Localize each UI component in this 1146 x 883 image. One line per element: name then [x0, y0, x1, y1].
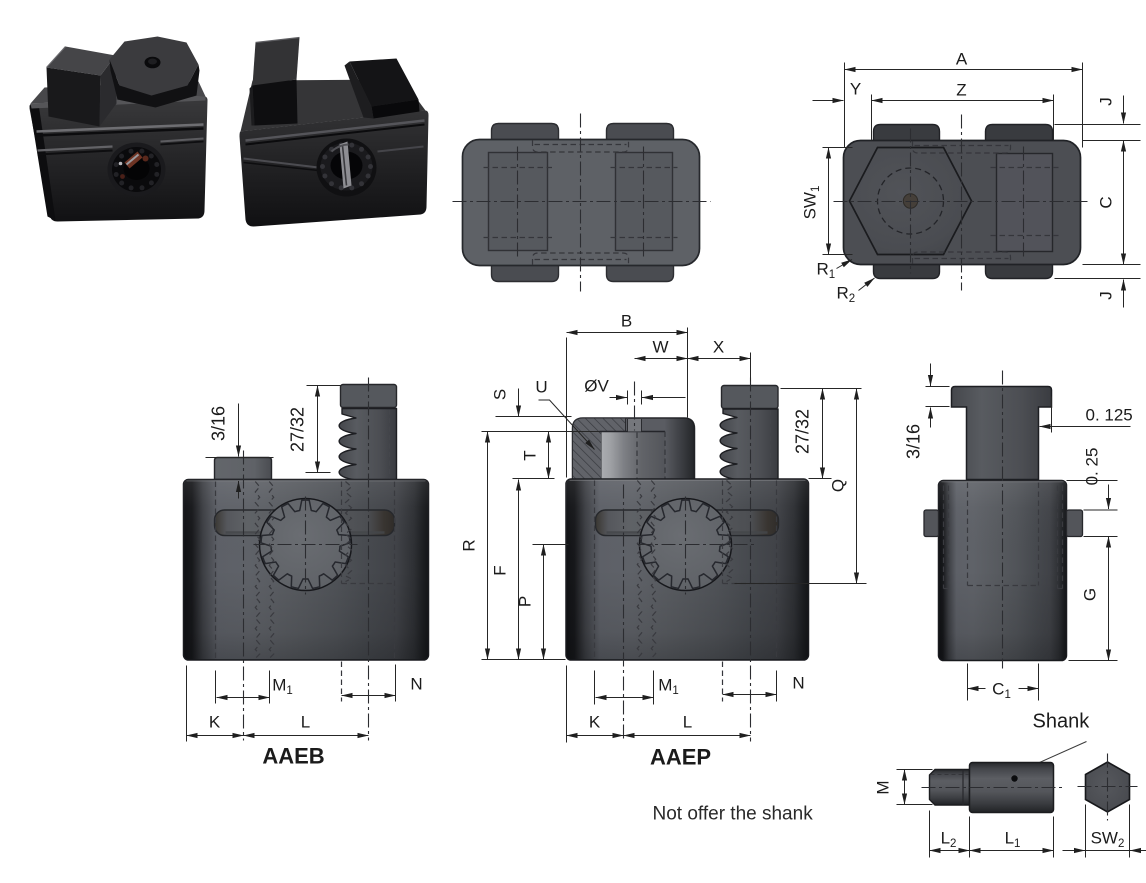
svg-text:L: L	[301, 713, 310, 732]
svg-text:X: X	[713, 338, 724, 357]
svg-text:G: G	[1081, 588, 1100, 601]
svg-text:W: W	[652, 338, 668, 357]
svg-text:Z: Z	[956, 81, 966, 100]
svg-text:0. 125: 0. 125	[1086, 406, 1133, 425]
svg-text:R1: R1	[817, 260, 836, 282]
svg-text:3/16: 3/16	[904, 424, 924, 459]
svg-text:0. 25: 0. 25	[1083, 448, 1102, 486]
svg-text:ØV: ØV	[584, 377, 609, 396]
svg-text:M1: M1	[658, 676, 679, 698]
svg-text:C1: C1	[992, 680, 1011, 702]
svg-text:Shank: Shank	[1033, 711, 1091, 733]
svg-text:U: U	[535, 378, 547, 397]
svg-text:J: J	[1097, 97, 1116, 106]
svg-text:L1: L1	[1005, 829, 1021, 851]
svg-text:F: F	[491, 565, 510, 575]
svg-text:P: P	[516, 596, 535, 607]
svg-text:M1: M1	[272, 676, 293, 698]
svg-text:M: M	[874, 780, 893, 794]
svg-text:C: C	[1097, 196, 1116, 208]
svg-text:3/16: 3/16	[209, 406, 229, 441]
svg-text:AAEB: AAEB	[262, 744, 324, 769]
svg-text:SW2: SW2	[1091, 829, 1125, 851]
svg-text:L: L	[683, 713, 692, 732]
svg-text:A: A	[956, 50, 968, 69]
svg-text:K: K	[589, 713, 601, 732]
svg-text:Y: Y	[850, 80, 861, 99]
svg-text:SW1: SW1	[801, 186, 823, 220]
svg-text:K: K	[209, 713, 221, 732]
svg-text:T: T	[521, 450, 540, 460]
svg-text:27/32: 27/32	[288, 407, 308, 452]
svg-text:L2: L2	[941, 829, 957, 851]
svg-text:S: S	[491, 389, 510, 400]
svg-text:N: N	[410, 675, 422, 694]
svg-text:N: N	[792, 674, 804, 693]
svg-text:B: B	[621, 312, 632, 331]
svg-text:J: J	[1097, 291, 1116, 300]
svg-text:R2: R2	[837, 284, 856, 306]
svg-text:Not offer the shank: Not offer the shank	[653, 804, 814, 825]
svg-text:AAEP: AAEP	[650, 745, 711, 770]
svg-text:27/32: 27/32	[793, 409, 813, 454]
svg-text:Q: Q	[829, 479, 848, 492]
svg-text:R: R	[460, 539, 479, 551]
